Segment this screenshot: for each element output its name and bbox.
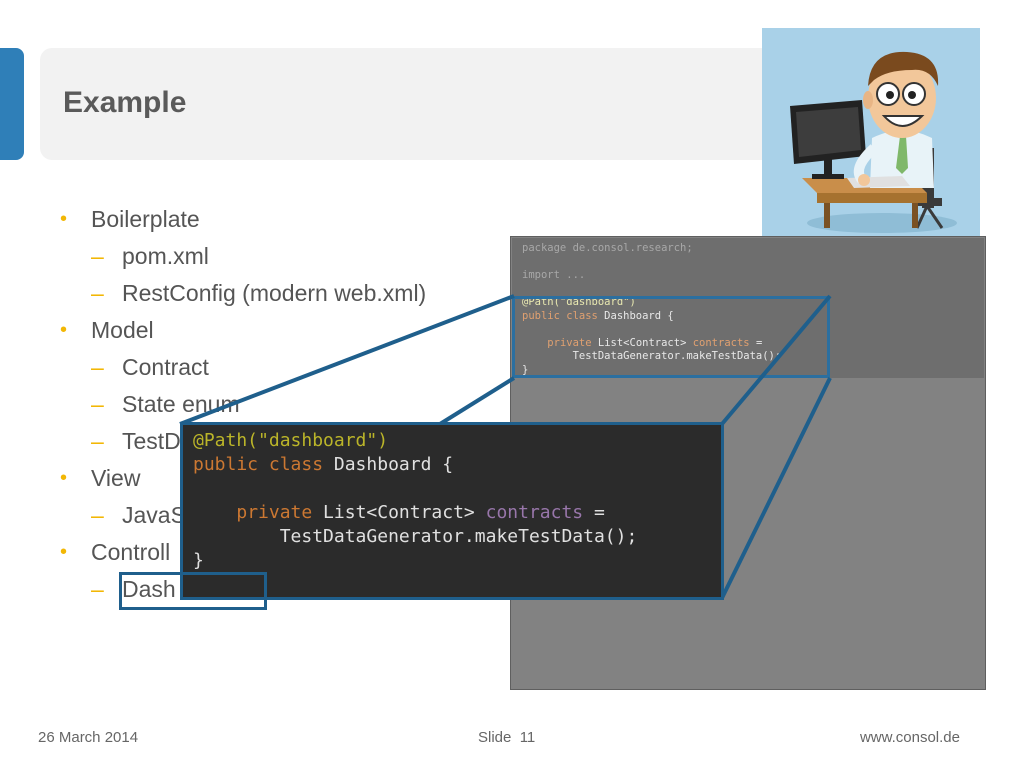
accent-tab — [0, 48, 24, 160]
bullet-item: • View — [60, 460, 426, 497]
title-bar — [40, 48, 800, 160]
connector-line-top-right — [720, 294, 832, 426]
zoom-annotation: @Path("dashboard") — [193, 430, 389, 451]
editor-code-block: package de.consol.research; import ... @… — [522, 242, 781, 377]
code-highlight-box — [512, 296, 830, 378]
slide-number: 11 — [519, 729, 536, 746]
code-editor-text-area: package de.consol.research; import ... @… — [512, 238, 984, 378]
bullet-marker: – — [91, 576, 104, 602]
sub-bullet-item: –RestConfig (modern web.xml) — [60, 275, 426, 312]
zoom-field-type: List<Contract> — [312, 502, 486, 523]
bullet-text: Boilerplate — [91, 206, 200, 232]
connector-line-bottom-right — [720, 377, 832, 599]
bullet-text: JavaS — [122, 502, 186, 528]
sub-bullet-item: –TestD — [60, 423, 426, 460]
bullet-text: Controll — [91, 539, 171, 565]
bullet-text: pom.xml — [122, 243, 209, 269]
zoom-field-keyword: private — [236, 502, 313, 523]
bullet-text: Contract — [122, 354, 209, 380]
bullet-text: RestConfig (modern web.xml) — [122, 280, 427, 306]
field-eq: = — [749, 336, 763, 349]
footer-slide-number: Slide 11 — [478, 729, 535, 746]
field-type: List<Contract> — [591, 336, 693, 349]
slide-title: Example — [63, 86, 187, 119]
class-keyword: public class — [522, 309, 598, 322]
bullet-marker: – — [91, 502, 104, 528]
dashboard-item-highlight — [119, 572, 267, 610]
import-line: import ... — [522, 269, 586, 281]
bullet-marker: • — [60, 467, 68, 489]
package-line: package de.consol.research; — [522, 242, 693, 254]
field-keyword: private — [547, 336, 592, 349]
bullet-text: View — [91, 465, 141, 491]
bullet-marker: – — [91, 391, 104, 417]
bullet-list: •Boilerplate–pom.xml–RestConfig (modern … — [60, 201, 426, 608]
sub-bullet-item: –pom.xml — [60, 238, 426, 275]
cartoon-man-at-computer-icon — [762, 28, 980, 240]
bullet-marker: – — [91, 280, 104, 306]
field-name: contracts — [692, 336, 750, 349]
zoom-field-init: TestDataGenerator.makeTestData(); — [279, 526, 638, 547]
sub-bullet-item: –Dash — [60, 571, 426, 608]
bullet-marker: • — [60, 541, 68, 563]
close-brace: } — [522, 363, 529, 376]
zoomed-code-block: @Path("dashboard") public class Dashboar… — [193, 429, 637, 573]
sub-bullet-item: –JavaS — [60, 497, 426, 534]
bullet-item: • Controll — [60, 534, 426, 571]
connector-line-mid — [438, 376, 516, 426]
bullet-text: Model — [91, 317, 154, 343]
bullet-marker: • — [60, 208, 68, 230]
footer-date: 26 March 2014 — [38, 729, 139, 746]
slide-label: Slide — [478, 729, 512, 746]
zoom-close-brace: } — [193, 550, 204, 571]
bullet-item: • Model — [60, 312, 426, 349]
sub-bullet-item: –Contract — [60, 349, 426, 386]
bullet-marker: – — [91, 428, 104, 454]
bullet-text: State enum — [122, 391, 240, 417]
connector-line-top-left — [179, 294, 515, 426]
zoom-field-eq: = — [583, 502, 605, 523]
zoom-field-name: contracts — [485, 502, 584, 523]
zoom-class-name: Dashboard { — [323, 454, 454, 475]
zoom-class-keyword: public class — [193, 454, 324, 475]
footer-url: www.consol.de — [859, 729, 960, 746]
bullet-marker: – — [91, 243, 104, 269]
class-name: Dashboard { — [597, 309, 674, 322]
bullet-marker: – — [91, 354, 104, 380]
bullet-text: Dash — [122, 576, 176, 602]
bullet-text: TestD — [122, 428, 181, 454]
field-init: TestDataGenerator.makeTestData(); — [572, 350, 782, 362]
bullet-marker: • — [60, 319, 68, 341]
annotation-line: @Path("dashboard") — [522, 296, 636, 308]
zoomed-code-box: @Path("dashboard") public class Dashboar… — [180, 422, 724, 600]
bullet-item: • Boilerplate — [60, 201, 426, 238]
cartoon-illustration — [762, 28, 980, 240]
sub-bullet-item: –State enum — [60, 386, 426, 423]
